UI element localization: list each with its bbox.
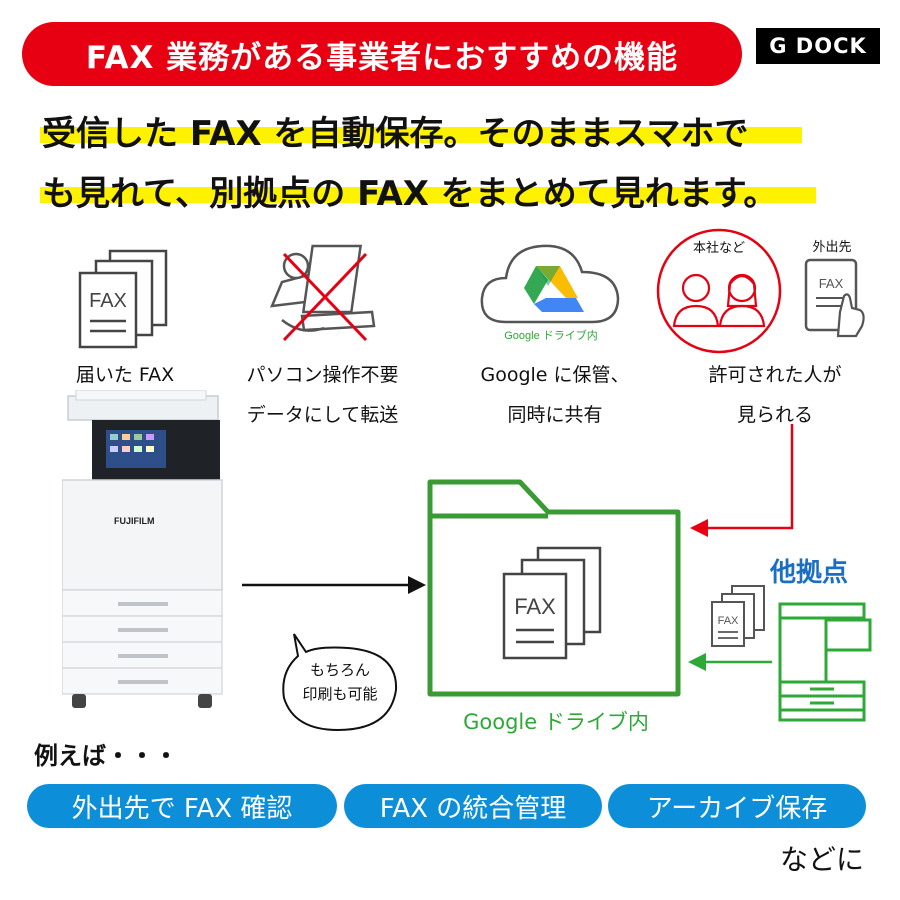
caption-no-pc-2: データにして転送: [246, 404, 399, 426]
caption-drive-2: 同時に共有: [507, 404, 603, 426]
caption-no-pc-1: パソコン操作不要: [246, 364, 399, 386]
caption-drive-1: Google に保管、: [480, 364, 630, 386]
branch-fax-stack-icon: FAX: [711, 585, 765, 647]
top-banner: FAX 業務がある事業者におすすめの機能: [22, 22, 742, 86]
head-office-label: 本社など: [693, 240, 745, 255]
pill-check-outside: 外出先で FAX 確認: [27, 784, 337, 828]
bubble-text: もちろん 印刷も可能: [280, 658, 400, 706]
caption-received-fax: 届いた FAX: [75, 364, 175, 386]
examples-suffix: などに: [780, 843, 865, 876]
google-drive-folder: FAX: [427, 479, 681, 697]
red-arrow-to-folder: [690, 424, 794, 537]
tablet-fax-text: FAX: [819, 276, 844, 291]
folder-label: Google ドライブ内: [463, 710, 649, 734]
headline-line-1: 受信した FAX を自動保存。そのままスマホで: [42, 114, 749, 154]
bubble-line-2: 印刷も可能: [302, 685, 378, 703]
multifunction-printer-image: FUJIFILM: [62, 390, 223, 708]
branch-fax-text: FAX: [718, 615, 739, 627]
headline-highlight-1: [40, 127, 802, 143]
crossed-out-pc-icon: [270, 244, 376, 342]
examples-intro: 例えば・・・: [34, 742, 178, 770]
arrow-to-folder: [242, 576, 426, 594]
green-arrow-to-folder: [688, 653, 772, 671]
headline-line-2: も見れて、別拠点の FAX をまとめて見れます。: [42, 174, 778, 214]
headline-highlight-2: [40, 187, 816, 203]
bubble-line-1: もちろん: [309, 661, 370, 679]
folder-fax-text: FAX: [514, 594, 556, 619]
google-drive-cloud-icon: Google ドライブ内: [480, 244, 620, 342]
fax-icon-text: FAX: [89, 290, 127, 312]
tablet-fax-icon: FAX: [804, 258, 865, 338]
branch-label: 他拠点: [770, 558, 849, 588]
gdock-logo: G DOCK: [756, 28, 880, 64]
caption-people-1: 許可された人が: [708, 364, 842, 386]
branch-printer-icon: [778, 602, 872, 722]
pill-integrated-management: FAX の統合管理: [344, 784, 602, 828]
caption-people-2: 見られる: [736, 404, 813, 426]
printer-brand: FUJIFILM: [114, 516, 155, 526]
speech-bubble: [282, 633, 398, 732]
drive-sublabel: Google ドライブ内: [504, 328, 598, 342]
outside-label: 外出先: [812, 240, 852, 255]
fax-document-stack-icon: FAX: [78, 249, 168, 349]
head-office-people-icon: 本社など: [656, 228, 782, 354]
pill-archive: アーカイブ保存: [608, 784, 866, 828]
